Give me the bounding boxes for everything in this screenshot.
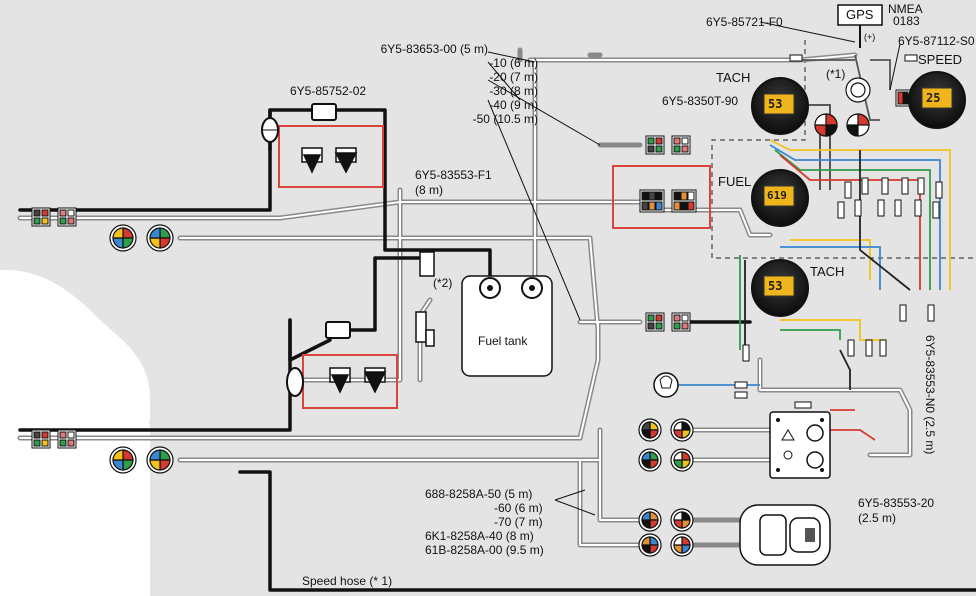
fuel-label: FUEL [718, 174, 752, 189]
cable-list-item: -70 (7 m) [494, 515, 543, 529]
inline-connectors [734, 54, 943, 409]
square-connectors [31, 89, 911, 449]
part-83553-20-length: (2.5 m) [858, 511, 897, 525]
harness-list-item: -40 (9 m) [489, 98, 538, 112]
tach-top-label: TACH [716, 70, 751, 85]
plus-label: (+) [864, 32, 876, 42]
part-85752-label: 6Y5-85752-02 [290, 84, 367, 98]
part-85721-label: 6Y5-85721-F0 [706, 15, 783, 29]
cable-list-item: 6K1-8258A-40 (8 m) [425, 529, 534, 543]
harness-list-item: -20 (7 m) [489, 70, 538, 84]
connector-junction [415, 251, 435, 347]
gauge-fuel [751, 169, 809, 227]
fuel-connectors [301, 147, 387, 394]
part-87112-label: 6Y5-87112-S0 [898, 34, 975, 48]
cable-list: 688-8258A-50 (5 m) -60 (6 m) -70 (7 m) 6… [420, 487, 556, 557]
gauge-tach-top [751, 77, 809, 135]
round-connectors [109, 77, 871, 557]
cable-list-item: 61B-8258A-00 (9.5 m) [425, 543, 544, 557]
tach-top-readout: 53 [768, 97, 783, 111]
leader-lines [487, 21, 901, 516]
nmea-label: NMEA [888, 2, 923, 16]
background-shape-left [0, 269, 150, 420]
gauge-tach-mid [751, 259, 809, 317]
note2-label: (*2) [433, 276, 453, 290]
switch-panel [769, 411, 831, 479]
part-83553-f1-label: 6Y5-83553-F1 [415, 168, 492, 182]
harness-list-item: 6Y5-83653-00 (5 m) [380, 42, 488, 56]
speed-readout: 25 [926, 91, 941, 105]
harness-list: 6Y5-83653-00 (5 m) -10 (6 m) -20 (7 m) -… [360, 42, 538, 126]
lamp-icon [653, 372, 679, 398]
speed-label: SPEED [918, 52, 963, 67]
remote-control-box [739, 504, 831, 566]
nmea-number-label: 0183 [893, 14, 920, 28]
tach-mid-label: TACH [810, 264, 845, 279]
cable-list-item: -60 (6 m) [494, 501, 543, 515]
part-83553-20-label: 6Y5-83553-20 [858, 496, 935, 510]
harness-list-item: -30 (8 m) [489, 84, 538, 98]
part-8350t-label: 6Y5-8350T-90 [662, 94, 739, 108]
fuel-tank [461, 275, 553, 377]
harness-list-item: -10 (6 m) [489, 56, 538, 70]
fuel-filter-top [261, 103, 337, 143]
thin-wires [660, 54, 951, 441]
note1-label: (*1) [826, 67, 846, 81]
fuel-filter-bottom [286, 321, 351, 397]
harness-list-item: -50 (10.5 m) [472, 112, 538, 126]
fuel-tank-label: Fuel tank [478, 334, 528, 348]
part-83553-n0-label: 6Y5-83553-N0 (2.5 m) [923, 335, 937, 455]
gps-label: GPS [846, 7, 874, 22]
part-83553-f1-length: (8 m) [415, 183, 443, 197]
gauge-speed [908, 71, 966, 129]
tach-mid-readout: 53 [768, 279, 783, 293]
cable-list-item: 688-8258A-50 (5 m) [425, 487, 533, 501]
speed-hose-label: Speed hose (* 1) [302, 574, 393, 588]
fuel-readout: 619 [767, 189, 787, 202]
gray-harness-cables [17, 47, 913, 548]
